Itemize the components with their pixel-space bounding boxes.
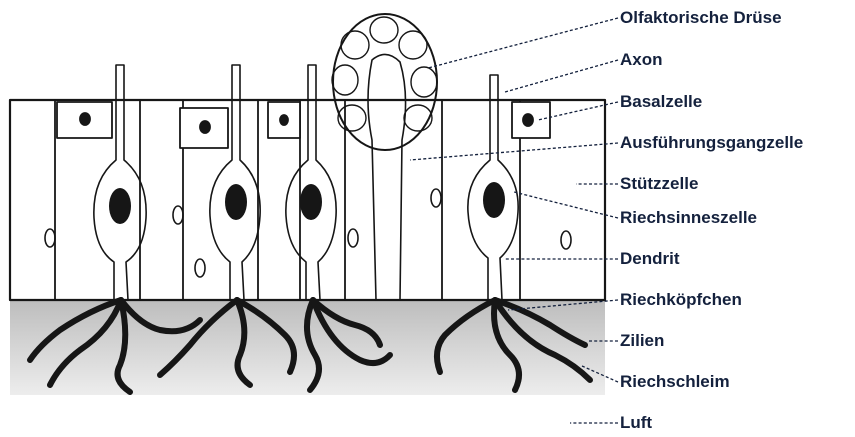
label-mucus: Riechschleim bbox=[620, 372, 730, 392]
basal-cells bbox=[57, 102, 550, 148]
label-duct-cell: Ausführungsgangzelle bbox=[620, 133, 803, 153]
label-basal-cell: Basalzelle bbox=[620, 92, 702, 112]
label-olfactory-gland: Olfaktorische Drüse bbox=[620, 8, 782, 28]
label-dendrite: Dendrit bbox=[620, 249, 680, 269]
label-air: Luft bbox=[620, 413, 652, 433]
label-cilia: Zilien bbox=[620, 331, 664, 351]
label-axon: Axon bbox=[620, 50, 663, 70]
label-supporting-cell: Stützzelle bbox=[620, 174, 698, 194]
olfactory-gland bbox=[332, 14, 437, 300]
label-receptor-neuron: Riechsinneszelle bbox=[620, 208, 757, 228]
label-olfactory-knob: Riechköpfchen bbox=[620, 290, 742, 310]
